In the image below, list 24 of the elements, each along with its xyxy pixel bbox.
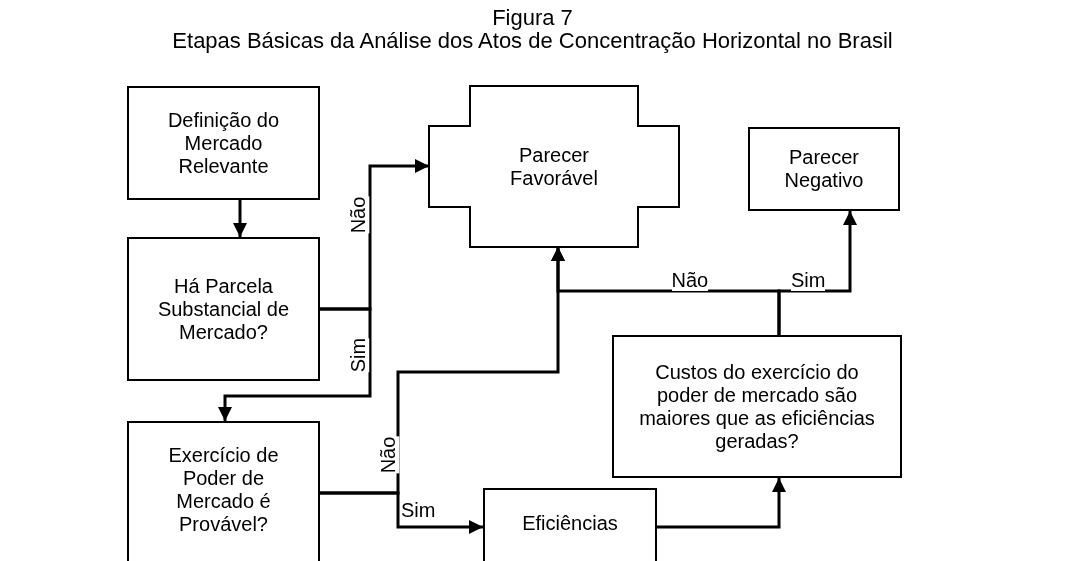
cross-shaped-box [429,86,679,247]
arrow [657,478,786,529]
node-label: Há Parcela Substancial de Mercado? [156,274,291,344]
edge-label: Sim [347,337,370,373]
edge-label: Não [671,269,709,291]
process-box [483,488,657,561]
process-box [127,421,320,561]
arrow [233,200,247,237]
node-label: Parecer Negativo [783,146,865,192]
process-box [612,335,902,478]
arrow [320,491,483,534]
process-box [127,237,320,381]
arrow [218,307,372,421]
node-label: Exercício de Poder de Mercado é Provável? [167,444,280,536]
process-box [127,86,320,200]
edge-label: Sim [791,269,826,291]
node-label: Custos do exercício do poder de mercado são maiores que as eficiências geradas? [638,360,876,453]
process-box [748,127,900,211]
figure-title: Figura 7 [491,6,574,29]
arrow [777,211,857,335]
node-label: Eficiências [521,512,619,535]
node-label: Definição do Mercado Relevante [166,108,281,178]
node-label: Parecer Favorável [509,143,599,190]
figure-subtitle: Etapas Básicas da Análise dos Atos de Concentração Horizontal no Brasil [171,29,894,52]
